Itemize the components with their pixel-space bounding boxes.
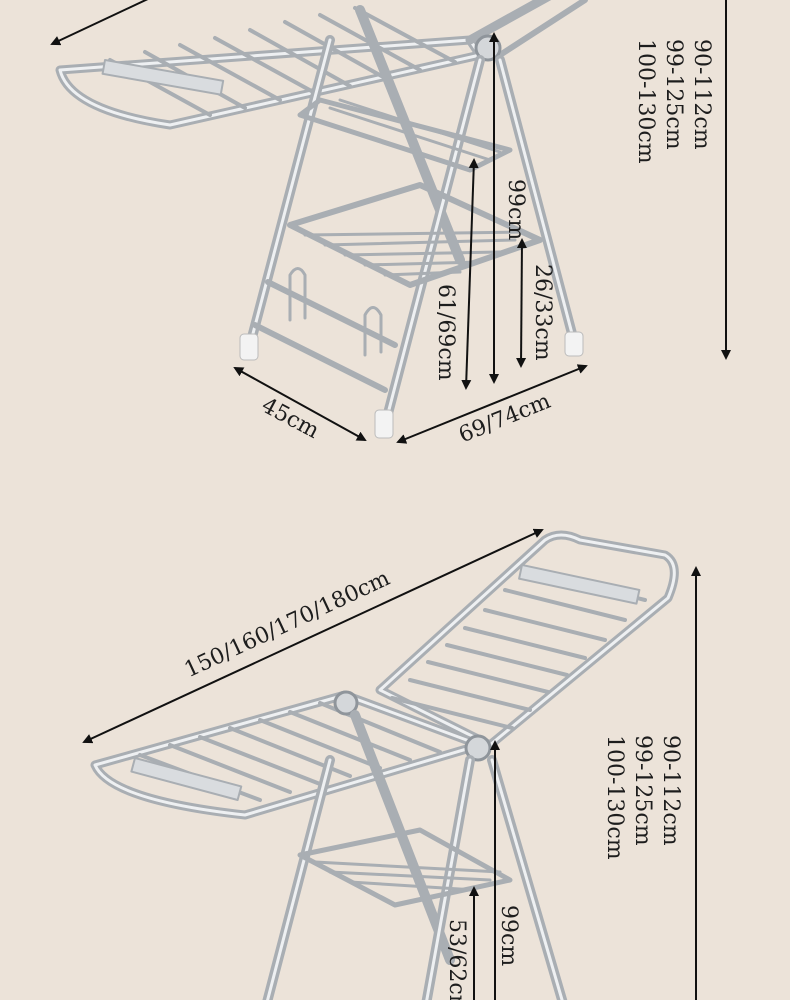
top-rack-length-arrow — [50, 0, 149, 46]
top-rack-base-width-arrow — [396, 364, 588, 444]
top-rack-clip-strip — [101, 59, 225, 96]
bottom-rack-left-clip-strip — [130, 757, 243, 801]
bottom-rack-height-labels: 90-112cm 99-125cm 100-130cm — [600, 735, 684, 865]
top-rack-left-wing-frame — [55, 35, 485, 130]
top-rack-shelf-height-label: 61/69cm — [433, 284, 458, 381]
top-rack-height-line-2: 99-125cm — [661, 39, 686, 150]
bottom-drying-rack — [90, 530, 679, 1000]
top-rack-inner-height-label: 99cm — [503, 179, 528, 241]
top-rack-dimension-arrows — [50, 0, 731, 444]
top-rack-height-labels: 90-112cm 99-125cm 100-130cm — [631, 39, 715, 169]
bottom-rack-dimension-arrows — [82, 528, 701, 1000]
top-rack-bottom-shelf-label: 26/33cm — [530, 264, 555, 361]
bottom-rack-length-arrow — [82, 528, 544, 744]
bottom-rack-height-line-3: 100-130cm — [602, 735, 627, 860]
bottom-rack-height-line-2: 99-125cm — [630, 735, 655, 846]
top-rack-height-line-3: 100-130cm — [633, 39, 658, 164]
bottom-rack-inner-height-label: 99cm — [496, 905, 521, 967]
top-drying-rack — [55, 0, 588, 439]
top-rack-depth-arrow — [233, 367, 367, 441]
bottom-rack-height-line-1: 90-112cm — [658, 735, 683, 846]
bottom-rack-shelf-height-label: 53/62cm — [444, 919, 469, 1000]
top-rack-shelf-height-arrow — [461, 158, 479, 390]
top-rack-bottom-shelf-arrow — [516, 238, 527, 368]
top-rack-height-line-1: 90-112cm — [689, 39, 714, 150]
